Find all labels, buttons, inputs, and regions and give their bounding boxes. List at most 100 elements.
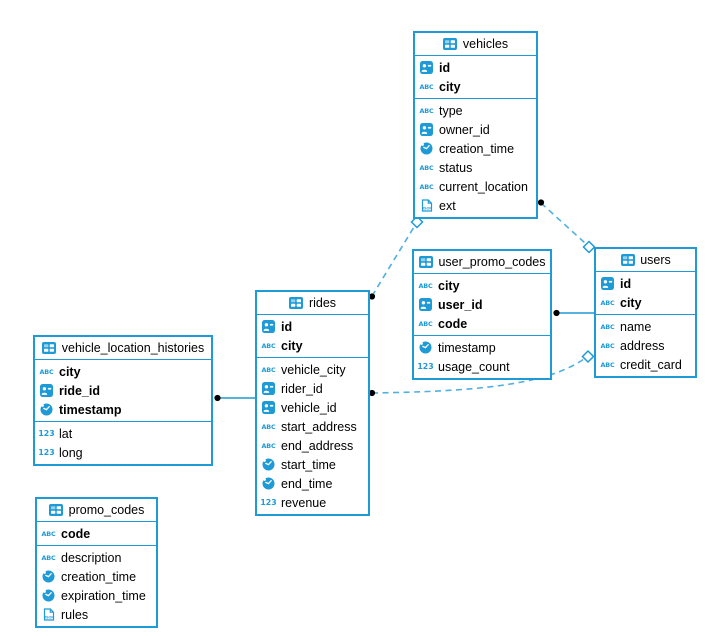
column-current_location[interactable]: ABC current_location bbox=[415, 177, 536, 196]
column-owner_id[interactable]: owner_id bbox=[415, 120, 536, 139]
column-end_time[interactable]: end_time bbox=[257, 474, 368, 493]
column-name: city bbox=[620, 295, 642, 310]
column-name: creation_time bbox=[61, 569, 137, 584]
column-rider_id[interactable]: rider_id bbox=[257, 379, 368, 398]
clock-icon bbox=[418, 341, 433, 354]
column-name: current_location bbox=[439, 179, 528, 194]
column-timestamp[interactable]: timestamp bbox=[414, 338, 550, 357]
123-icon: 123 bbox=[260, 498, 277, 507]
json-icon: JSON bbox=[41, 608, 56, 621]
column-name: expiration_time bbox=[61, 588, 146, 603]
abc-icon: ABC bbox=[418, 319, 433, 328]
column-creation_time[interactable]: creation_time bbox=[37, 567, 156, 586]
column-name: rules bbox=[61, 607, 89, 622]
column-rules[interactable]: JSON rules bbox=[37, 605, 156, 624]
column-name: vehicle_city bbox=[281, 362, 346, 377]
column-timestamp[interactable]: timestamp bbox=[35, 400, 211, 419]
123-icon: 123 bbox=[38, 429, 55, 438]
column-ext[interactable]: JSON ext bbox=[415, 196, 536, 215]
table-title: promo_codes bbox=[68, 503, 145, 517]
clock-icon bbox=[41, 589, 56, 602]
column-creation_time[interactable]: creation_time bbox=[415, 139, 536, 158]
column-name: id bbox=[281, 319, 293, 334]
table-title: vehicles bbox=[462, 37, 509, 51]
column-start_time[interactable]: start_time bbox=[257, 455, 368, 474]
table-header[interactable]: vehicles bbox=[415, 33, 536, 56]
column-name: timestamp bbox=[438, 340, 496, 355]
relationship-vehicle_location_histories-rides[interactable] bbox=[214, 394, 255, 402]
column-expiration_time[interactable]: expiration_time bbox=[37, 586, 156, 605]
abc-icon: ABC bbox=[39, 367, 54, 376]
abc-icon: ABC bbox=[419, 182, 434, 191]
column-city[interactable]: ABC city bbox=[596, 293, 695, 312]
column-name: start_address bbox=[281, 419, 357, 434]
abc-icon: ABC bbox=[600, 360, 615, 369]
clock-icon bbox=[261, 458, 276, 471]
column-name: id bbox=[620, 276, 632, 291]
relationship-user_promo_codes-users[interactable] bbox=[553, 309, 594, 317]
table-header[interactable]: rides bbox=[257, 292, 368, 315]
column-user_id[interactable]: user_id bbox=[414, 295, 550, 314]
abc-icon: ABC bbox=[600, 341, 615, 350]
table-header[interactable]: users bbox=[596, 249, 695, 272]
relationship-dot bbox=[214, 394, 221, 402]
column-name: ext bbox=[439, 198, 456, 213]
column-name: start_time bbox=[281, 457, 336, 472]
table-header[interactable]: user_promo_codes bbox=[414, 251, 550, 274]
column-id[interactable]: id bbox=[257, 317, 368, 336]
json-icon: JSON bbox=[419, 199, 434, 212]
column-name: city bbox=[281, 338, 303, 353]
abc-icon: ABC bbox=[419, 163, 434, 172]
relationship-dot bbox=[537, 199, 545, 206]
id-badge-icon bbox=[419, 123, 434, 136]
relationship-vehicles-users[interactable] bbox=[537, 199, 596, 254]
table-header[interactable]: vehicle_location_histories bbox=[35, 337, 211, 360]
clock-icon bbox=[39, 403, 54, 416]
column-ride_id[interactable]: ride_id bbox=[35, 381, 211, 400]
table-header[interactable]: promo_codes bbox=[37, 499, 156, 522]
abc-icon: ABC bbox=[261, 341, 276, 350]
column-vehicle_id[interactable]: vehicle_id bbox=[257, 398, 368, 417]
abc-icon: ABC bbox=[419, 106, 434, 115]
table-title: user_promo_codes bbox=[438, 255, 546, 269]
column-city[interactable]: ABC city bbox=[257, 336, 368, 355]
column-name: description bbox=[61, 550, 122, 565]
svg-text:JSON: JSON bbox=[43, 616, 53, 620]
abc-icon: ABC bbox=[600, 298, 615, 307]
table-icon bbox=[289, 297, 304, 309]
clock-icon bbox=[261, 477, 276, 490]
123-icon: 123 bbox=[38, 448, 55, 457]
column-id[interactable]: id bbox=[596, 274, 695, 293]
relationship-diamond bbox=[582, 240, 596, 254]
column-id[interactable]: id bbox=[415, 58, 536, 77]
